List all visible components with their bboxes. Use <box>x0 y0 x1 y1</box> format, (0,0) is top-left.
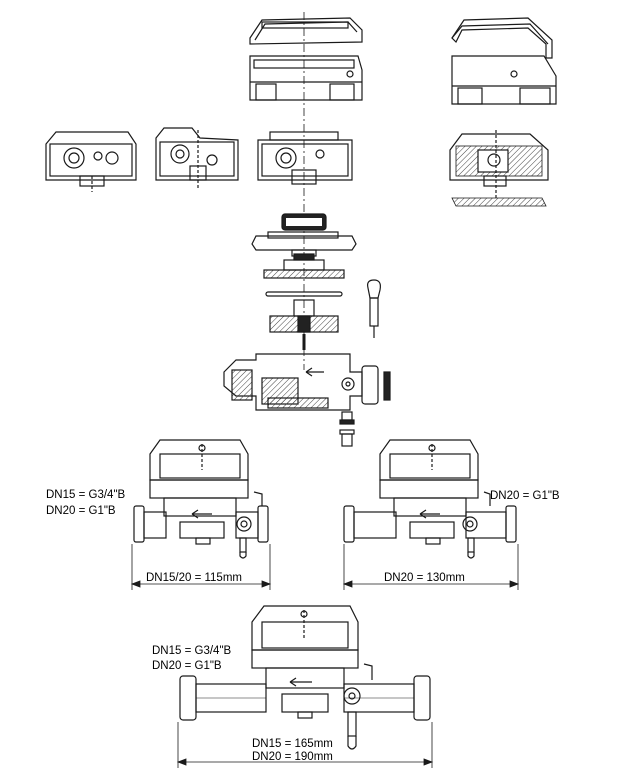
meter-left-assembled <box>133 439 269 559</box>
dim-bottom-165-190 <box>176 722 434 768</box>
register-view-1 <box>45 131 137 192</box>
housing-upper-part <box>249 55 363 101</box>
impeller-housing <box>263 253 345 279</box>
label-right-length: DN20 = 130mm <box>384 572 465 584</box>
cover-plate <box>251 231 357 257</box>
magnet-ring <box>281 213 327 231</box>
label-left-length: DN15/20 = 115mm <box>146 572 242 584</box>
label-bottom-thread-dn20: DN20 = G1"B <box>152 660 222 672</box>
label-bottom-length-dn20: DN20 = 190mm <box>252 751 333 763</box>
register-view-right <box>449 130 549 200</box>
lid-part-right <box>451 17 553 59</box>
dim-left-115 <box>130 544 272 590</box>
lid-part <box>249 17 363 45</box>
label-bottom-length-dn15: DN15 = 165mm <box>252 738 333 750</box>
meter-right-assembled <box>343 439 517 559</box>
label-bottom-thread-dn15: DN15 = G3/4"B <box>152 645 232 657</box>
label-right-thread-dn20: DN20 = G1"B <box>490 490 560 502</box>
label-left-thread-dn20: DN20 = G1"B <box>46 505 116 517</box>
label-left-thread-dn15: DN15 = G3/4"B <box>46 489 126 501</box>
register-view-3 <box>257 131 353 185</box>
dim-right-130 <box>342 544 520 590</box>
register-view-2 <box>155 127 239 190</box>
check-valve-parts <box>339 411 355 447</box>
o-ring <box>265 291 343 297</box>
housing-upper-part-right <box>451 55 557 105</box>
impeller-part <box>269 299 339 333</box>
meter-bottom-assembled <box>179 605 431 750</box>
gasket-right <box>451 197 547 207</box>
seal-part <box>367 279 381 338</box>
meter-body-section <box>223 353 391 411</box>
